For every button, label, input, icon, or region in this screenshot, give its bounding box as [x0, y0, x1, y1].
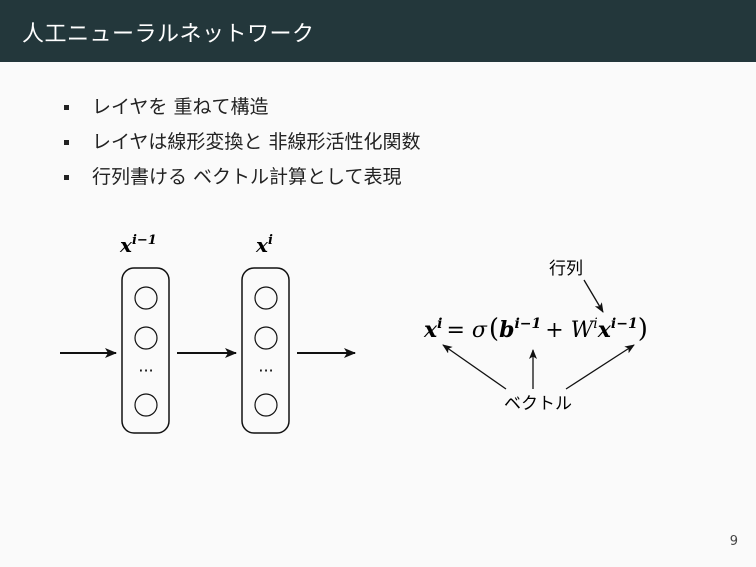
equation: xi= σ(bi−1+ Wixi−1) [423, 314, 648, 344]
neuron-node [254, 326, 278, 350]
ellipsis-dots: ··· [138, 361, 153, 380]
bullet-text: レイヤを 重ねて構造 [92, 96, 269, 118]
bullet-item: レイヤは線形変換と 非線形活性化関数 [64, 125, 420, 160]
bullet-text: レイヤは線形変換と 非線形活性化関数 [92, 131, 421, 153]
bullet-marker-icon [64, 175, 69, 180]
label-vector: ベクトル [504, 394, 572, 414]
bullet-item: 行列書ける ベクトル計算として表現 [64, 160, 420, 195]
layer-box-prev [121, 267, 170, 434]
neuron-node [254, 286, 278, 310]
bullet-text: 行列書ける ベクトル計算として表現 [92, 166, 402, 188]
layer-label-prev: xi−1 [119, 233, 157, 257]
bullet-item: レイヤを 重ねて構造 [64, 90, 420, 125]
vector-pointer-arrow-icon [442, 344, 507, 390]
bullet-marker-icon [64, 140, 69, 145]
matrix-pointer-arrow-icon [583, 279, 604, 313]
neuron-node [134, 286, 158, 310]
layer-box-current [241, 267, 290, 434]
vector-pointer-arrow-icon [565, 344, 635, 390]
neuron-node [134, 326, 158, 350]
page-number: 9 [729, 534, 738, 549]
layer-label-current: xi [255, 233, 273, 257]
bullet-list: レイヤを 重ねて構造 レイヤは線形変換と 非線形活性化関数 行列書ける ベクトル… [64, 90, 420, 195]
title-bar: 人工ニューラルネットワーク [0, 0, 756, 62]
neuron-node [134, 393, 158, 417]
ellipsis-dots: ··· [258, 361, 273, 380]
bullet-marker-icon [64, 105, 69, 110]
label-matrix: 行列 [549, 259, 583, 279]
neuron-node [254, 393, 278, 417]
slide-title: 人工ニューラルネットワーク [22, 22, 315, 47]
